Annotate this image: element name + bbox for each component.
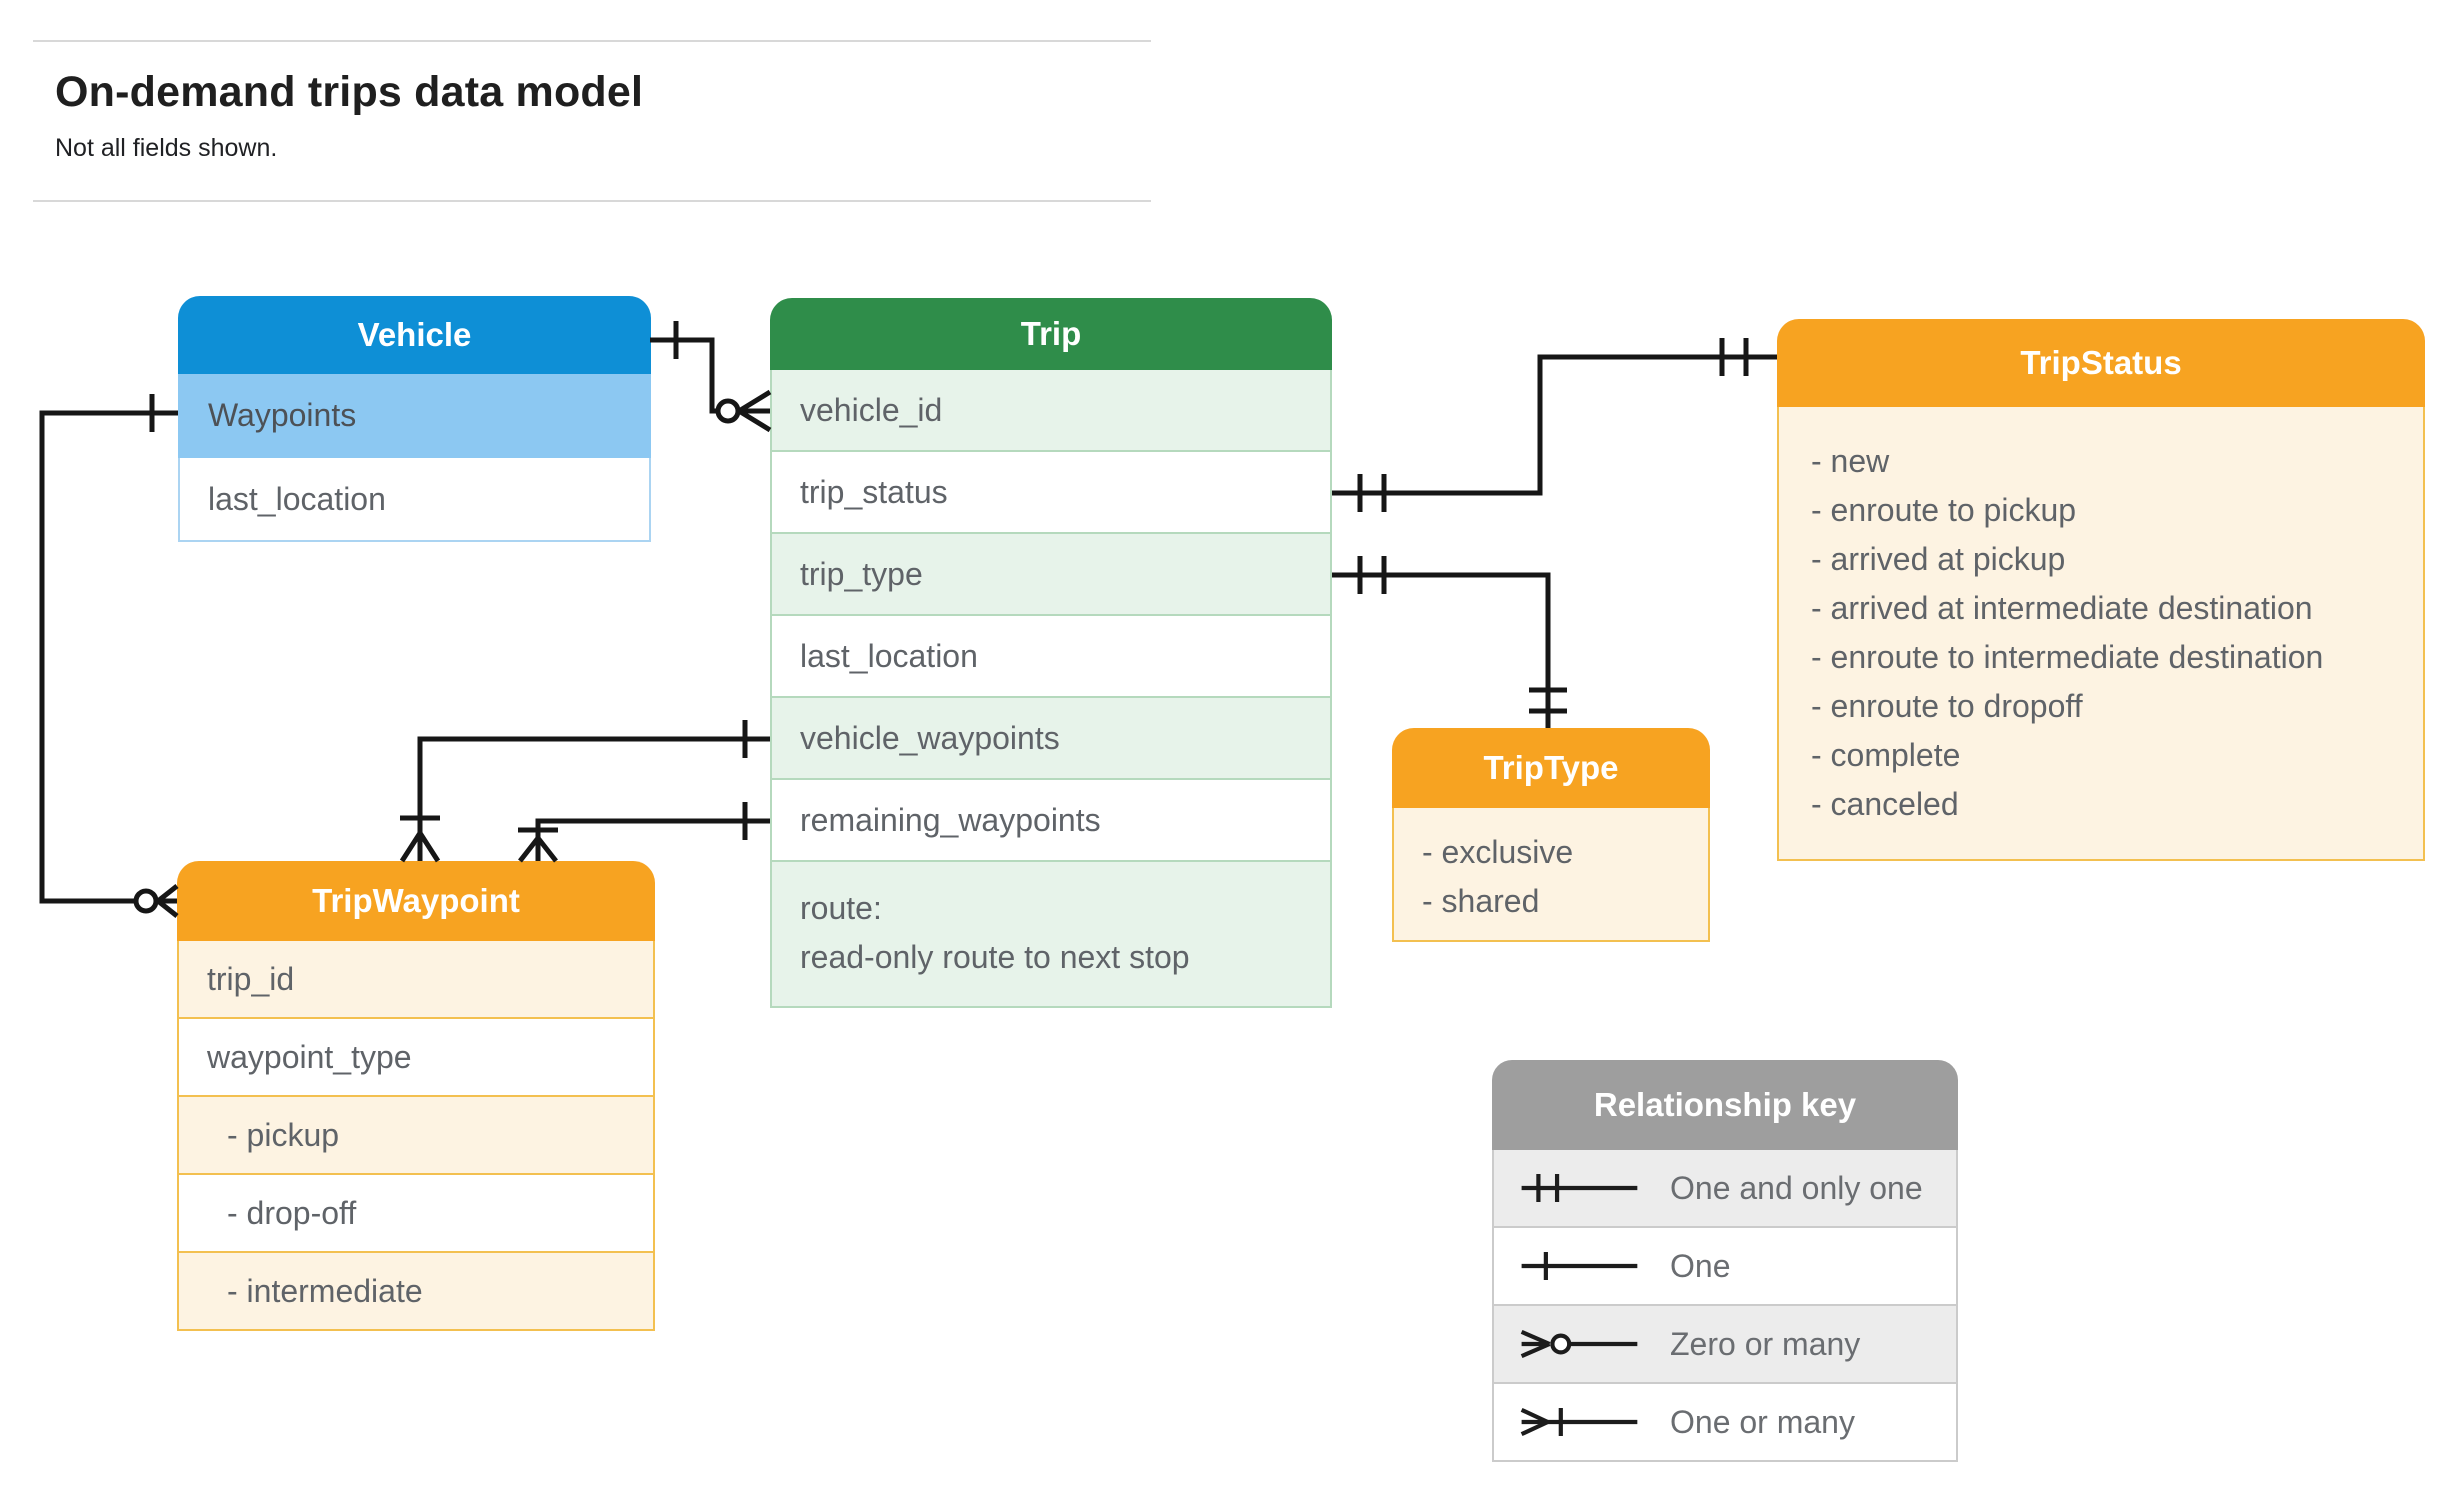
trip-status-values: - new - enroute to pickup - arrived at p… xyxy=(1777,407,2425,861)
waypoint-type-value-dropoff: - drop-off xyxy=(177,1175,655,1253)
waypoint-type-value-pickup: - pickup xyxy=(177,1097,655,1175)
entity-vehicle-title: Vehicle xyxy=(178,296,651,374)
trip-field-last-location: last_location xyxy=(770,616,1332,698)
vehicle-field-last-location: last_location xyxy=(178,458,651,542)
legend-label: Zero or many xyxy=(1670,1325,1861,1362)
legend-row-zero-or-many: Zero or many xyxy=(1492,1306,1958,1384)
trip-status-value: - new xyxy=(1811,443,1890,479)
title-divider xyxy=(33,200,1151,202)
trip-route-name: route: xyxy=(800,890,882,926)
one-symbol xyxy=(1521,1252,1638,1280)
entity-trip-type: TripType - exclusive - shared xyxy=(1392,728,1710,942)
entity-vehicle: Vehicle Waypoints last_location xyxy=(178,296,651,542)
trip-status-value: - complete xyxy=(1811,737,1961,773)
connector-vehicle-waypoints-field-to-tripwaypoint xyxy=(39,394,179,918)
legend-row-one-or-many: One or many xyxy=(1492,1384,1958,1462)
entity-trip-status: TripStatus - new - enroute to pickup - a… xyxy=(1777,319,2425,861)
trip-waypoint-field-trip-id: trip_id xyxy=(177,941,655,1019)
trip-field-vehicle-id: vehicle_id xyxy=(770,370,1332,452)
entity-trip-waypoint: TripWaypoint trip_id waypoint_type - pic… xyxy=(177,861,655,1331)
trip-field-trip-status: trip_status xyxy=(770,452,1332,534)
trip-status-value: - arrived at pickup xyxy=(1811,541,2066,577)
trip-type-values: - exclusive - shared xyxy=(1392,808,1710,942)
relationship-key: Relationship key One and only one One xyxy=(1492,1060,1958,1462)
trip-type-value: - shared xyxy=(1422,883,1540,919)
trip-field-remaining-waypoints: remaining_waypoints xyxy=(770,780,1332,862)
trip-route-description: read-only route to next stop xyxy=(800,939,1190,975)
trip-field-route: route: read-only route to next stop xyxy=(770,862,1332,1008)
legend-label: One xyxy=(1670,1247,1731,1284)
trip-type-value: - exclusive xyxy=(1422,834,1574,870)
relationship-key-title: Relationship key xyxy=(1492,1060,1958,1150)
trip-status-value: - enroute to dropoff xyxy=(1811,688,2083,724)
entity-trip-status-title: TripStatus xyxy=(1777,319,2425,407)
page-title: On-demand trips data model xyxy=(55,68,644,116)
top-divider xyxy=(33,40,1151,42)
trip-status-value: - arrived at intermediate destination xyxy=(1811,590,2313,626)
waypoint-type-value-intermediate: - intermediate xyxy=(177,1253,655,1331)
vehicle-field-waypoints: Waypoints xyxy=(178,374,651,458)
legend-label: One and only one xyxy=(1670,1169,1923,1206)
trip-status-value: - canceled xyxy=(1811,786,1959,822)
entity-trip: Trip vehicle_id trip_status trip_type la… xyxy=(770,298,1332,1008)
trip-waypoint-field-waypoint-type: waypoint_type xyxy=(177,1019,655,1097)
trip-field-trip-type: trip_type xyxy=(770,534,1332,616)
connector-trip-type-to-triptype xyxy=(1332,556,1567,728)
connector-trip-status-to-tripstatus xyxy=(1332,338,1777,512)
zero-or-many-symbol xyxy=(1520,1329,1638,1359)
legend-row-one: One xyxy=(1492,1228,1958,1306)
connector-remaining-waypoints-to-tripwaypoint xyxy=(518,802,770,863)
connector-vehicle-waypoints-to-tripwaypoint xyxy=(399,720,770,863)
connector-vehicle-to-trip xyxy=(650,321,772,433)
one-or-many-symbol xyxy=(1520,1407,1638,1437)
entity-trip-waypoint-title: TripWaypoint xyxy=(177,861,655,941)
one-and-only-one-symbol xyxy=(1521,1174,1638,1202)
trip-field-vehicle-waypoints: vehicle_waypoints xyxy=(770,698,1332,780)
entity-trip-title: Trip xyxy=(770,298,1332,370)
page-subtitle: Not all fields shown. xyxy=(55,134,278,162)
trip-status-value: - enroute to pickup xyxy=(1811,492,2077,528)
legend-row-one-and-only-one: One and only one xyxy=(1492,1150,1958,1228)
trip-status-value: - enroute to intermediate destination xyxy=(1811,639,2324,675)
entity-trip-type-title: TripType xyxy=(1392,728,1710,808)
legend-label: One or many xyxy=(1670,1403,1855,1440)
